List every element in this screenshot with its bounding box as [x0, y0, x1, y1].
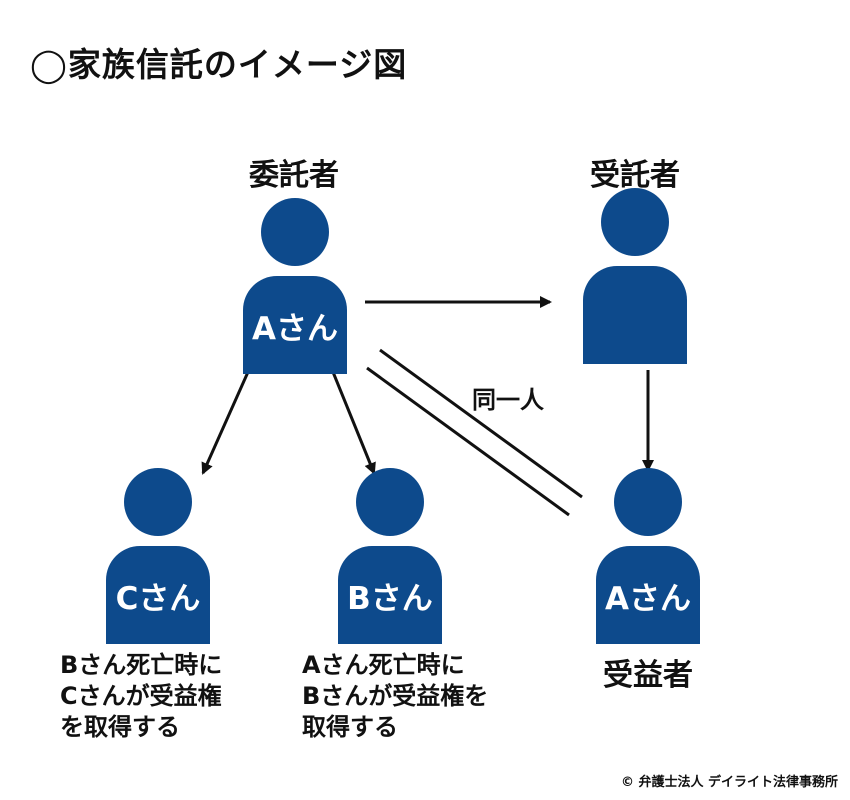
person-body-icon: Bさん: [338, 546, 442, 644]
child-c-note: Bさん死亡時に Cさんが受益権 を取得する: [60, 650, 222, 743]
person-head-icon: [601, 188, 669, 256]
note-line: を取得する: [60, 713, 180, 741]
note-line: Bさん死亡時に: [60, 651, 223, 679]
same-person-line-1: [379, 348, 583, 499]
child-b-person-label: Bさん: [347, 580, 433, 617]
note-line: Bさんが受益権を: [302, 682, 489, 710]
page-title: ◯家族信託のイメージ図: [30, 45, 408, 84]
person-head-icon: [124, 468, 192, 536]
trustee-role-label: 受託者: [590, 158, 680, 193]
trustee-person: [583, 188, 687, 364]
beneficiary-person-label: Aさん: [605, 580, 691, 617]
child-b-person: Bさん: [338, 468, 442, 644]
arrow-settlor-to-child-c: [201, 371, 250, 475]
child-c-person-label: Cさん: [115, 580, 201, 617]
settlor-person: Aさん: [243, 198, 347, 374]
same-person-line-2: [366, 366, 570, 517]
person-body-icon: Cさん: [106, 546, 210, 644]
beneficiary-person: Aさん: [596, 468, 700, 644]
person-head-icon: [261, 198, 329, 266]
note-line: Cさんが受益権: [60, 682, 222, 710]
child-b-note: Aさん死亡時に Bさんが受益権を 取得する: [302, 650, 488, 743]
person-body-icon: Aさん: [243, 276, 347, 374]
person-body-icon: [583, 266, 687, 364]
beneficiary-role-label: 受益者: [603, 658, 693, 693]
settlor-role-label: 委託者: [249, 158, 339, 193]
person-body-icon: Aさん: [596, 546, 700, 644]
copyright-credit: © 弁護士法人 デイライト法律事務所: [620, 775, 838, 790]
person-head-icon: [614, 468, 682, 536]
settlor-person-label: Aさん: [252, 310, 338, 347]
child-c-person: Cさん: [106, 468, 210, 644]
note-line: 取得する: [302, 713, 398, 741]
same-person-label: 同一人: [472, 386, 544, 414]
note-line: Aさん死亡時に: [302, 651, 465, 679]
person-head-icon: [356, 468, 424, 536]
arrow-settlor-to-child-b: [331, 371, 376, 475]
